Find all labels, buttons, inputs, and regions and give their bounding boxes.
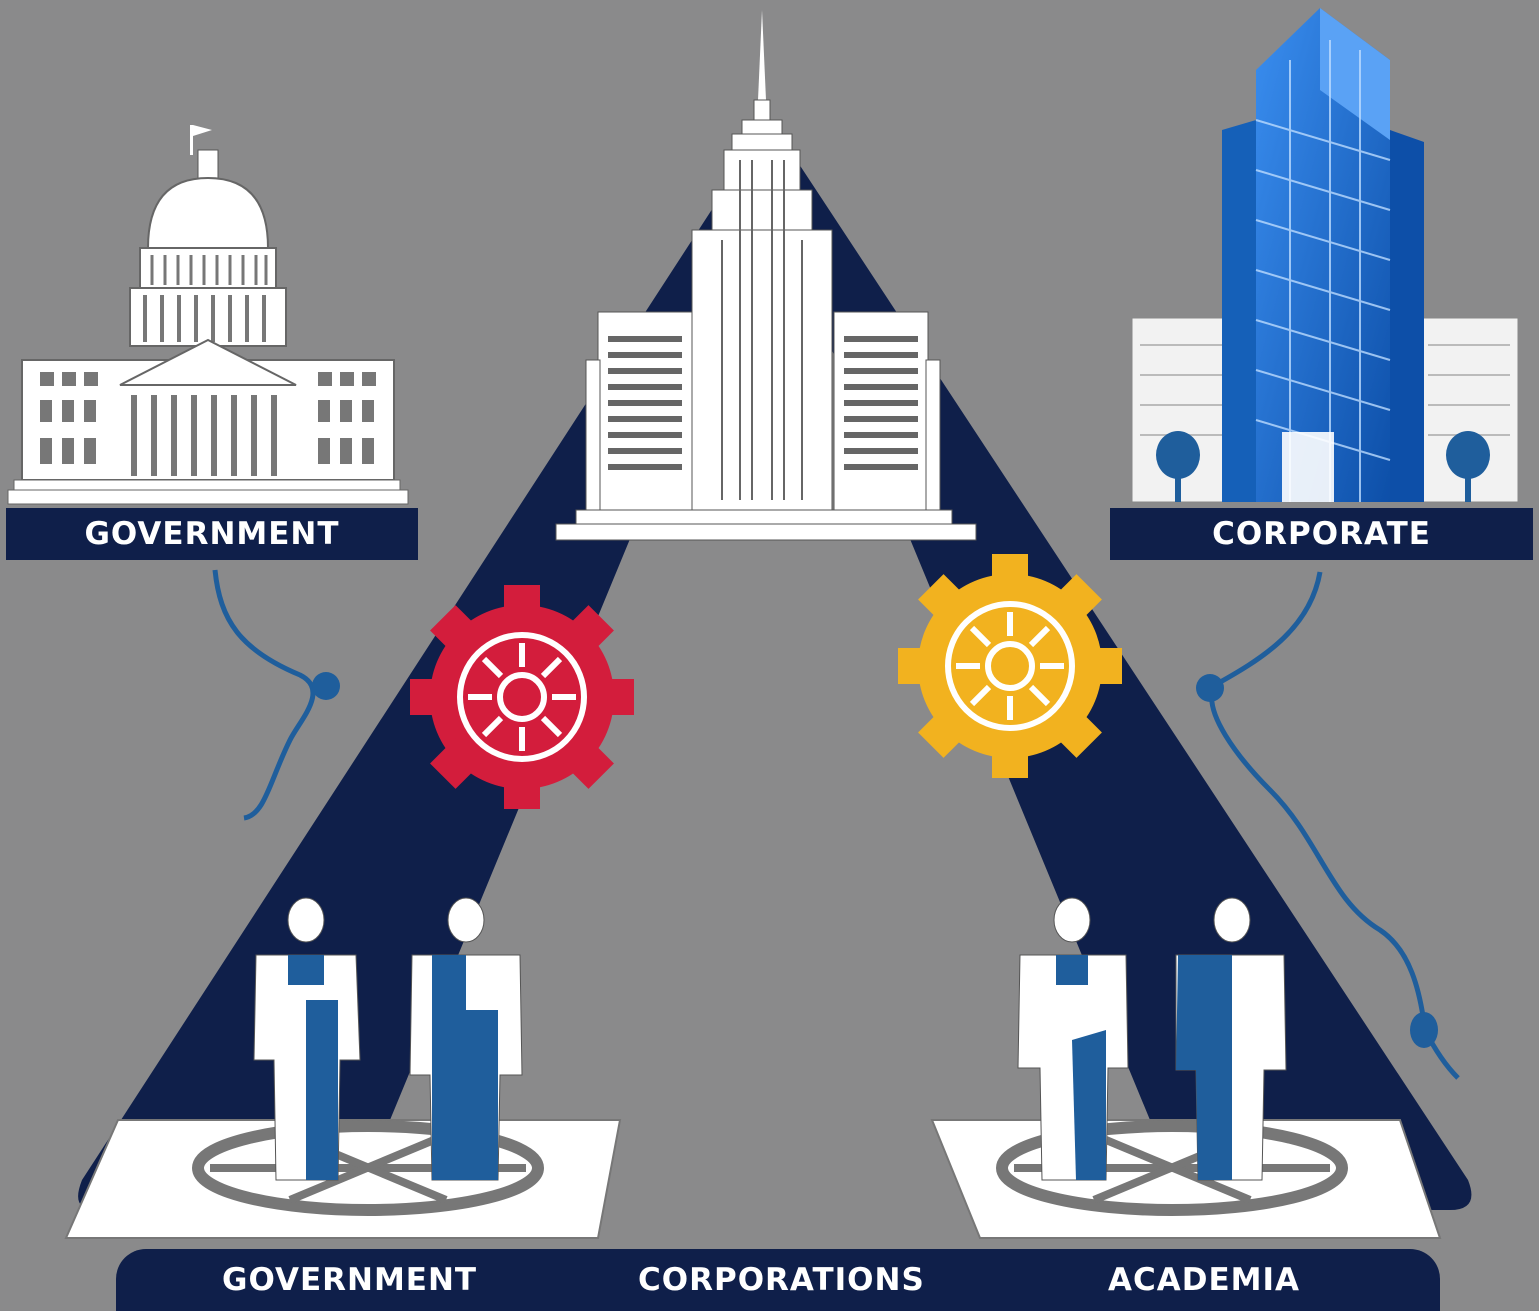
corporate-label-top: CORPORATE — [1110, 508, 1533, 560]
bottom-label-bar — [116, 1249, 1440, 1311]
government-label-top: GOVERNMENT — [6, 508, 418, 560]
bottom-label-corporations: CORPORATIONS — [638, 1262, 925, 1298]
capitol-building-icon — [7, 125, 409, 505]
bottom-label-government: GOVERNMENT — [222, 1262, 478, 1298]
people-group-left-icon — [64, 897, 622, 1239]
bottom-label-academia: ACADEMIA — [1108, 1262, 1301, 1298]
yellow-gear-icon — [898, 554, 1122, 778]
triangle-frame — [78, 120, 1472, 1210]
red-gear-icon — [410, 585, 634, 809]
right-connector-line — [1196, 571, 1460, 1080]
skyscraper-icon — [555, 10, 977, 541]
glass-tower-icon — [1131, 8, 1519, 503]
people-group-right-icon — [930, 897, 1442, 1239]
left-connector-line — [212, 569, 340, 821]
